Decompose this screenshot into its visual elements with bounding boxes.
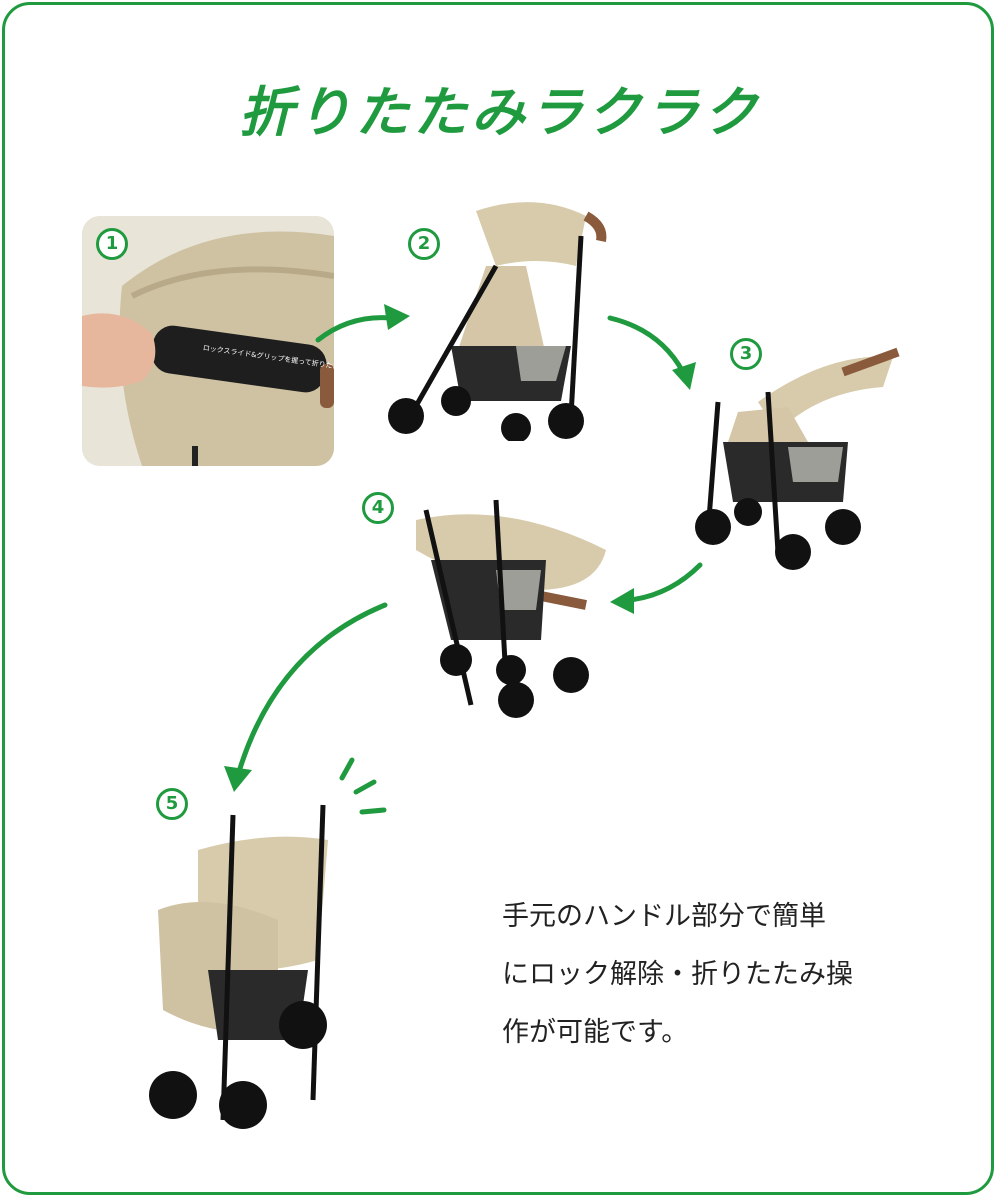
step2-photo [376,196,626,441]
stroller-folded-illustration [149,804,328,1129]
step-number-2: 2 [408,228,440,260]
step-number-5: 5 [156,788,188,820]
step4-photo [376,480,626,725]
handle-grip-illustration: ロックスライド&グリップを握って折りたたみ [82,216,334,466]
description-line-2: にロック解除・折りたたみ操 [502,959,853,990]
step5-photo [128,800,348,1145]
step1-photo: ロックスライド&グリップを握って折りたたみ [82,216,334,466]
description-line-1: 手元のハンドル部分で簡単 [502,901,826,932]
step-number-3: 3 [730,338,762,370]
page-title: 折りたたみラクラク [239,81,761,144]
step-number-1: 1 [96,228,128,260]
description: 手元のハンドル部分で簡単 にロック解除・折りたたみ操 作が可能です。 [502,888,922,1062]
step3-photo [668,332,918,577]
stroller-open-illustration [388,202,607,441]
step-number-4: 4 [362,492,394,524]
description-line-3: 作が可能です。 [502,1017,689,1048]
stroller-collapsing-illustration [416,499,606,718]
stroller-folding-illustration [695,347,900,570]
